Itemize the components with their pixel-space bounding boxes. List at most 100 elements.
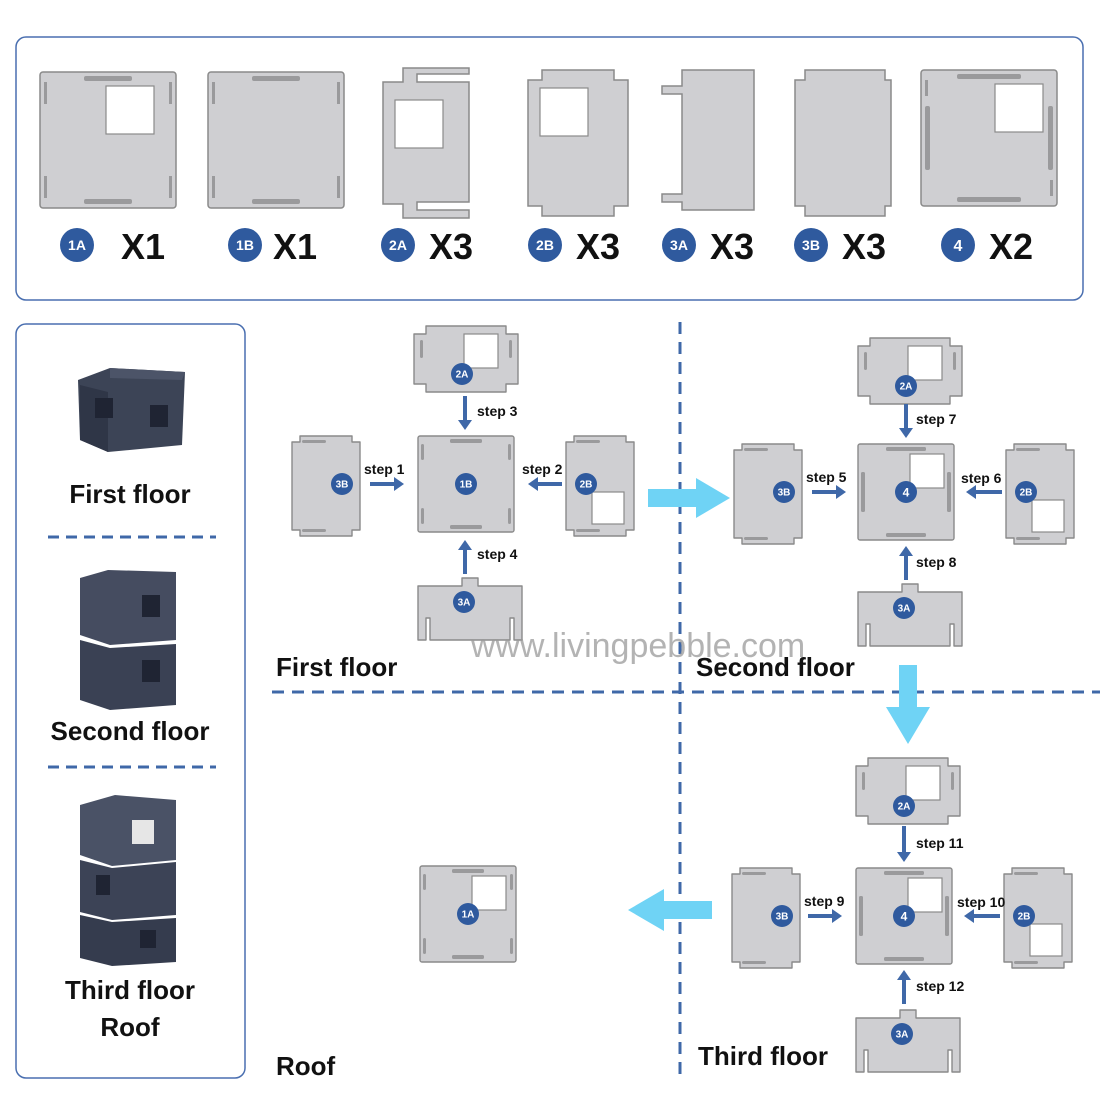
svg-text:4: 4 <box>901 909 908 923</box>
part-4-panel <box>920 69 1058 207</box>
ff-3a-panel: 3A <box>417 577 523 641</box>
tf-3b-panel-badge: 3B <box>771 905 793 927</box>
flow-arrow-left <box>628 889 712 931</box>
tf-3a-panel-badge: 3A <box>891 1023 913 1045</box>
sf-3b-panel-badge: 3B <box>773 481 795 503</box>
svg-text:2B: 2B <box>580 480 593 491</box>
roof-1a-panel: 1A <box>419 865 517 963</box>
step-1-label: step 1 <box>364 461 405 477</box>
tf-3a-panel: 3A <box>855 1009 961 1073</box>
ff-1b-panel-badge: 1B <box>455 473 477 495</box>
svg-text:3B: 3B <box>778 488 791 499</box>
sf-4-panel-badge: 4 <box>895 481 917 503</box>
step-8-arrow <box>899 546 913 580</box>
step-4-arrow <box>458 540 472 574</box>
step-5-arrow <box>812 485 846 499</box>
svg-text:2B: 2B <box>1018 912 1031 923</box>
ff-3b-panel: 3B <box>291 435 361 537</box>
svg-text:1B: 1B <box>460 480 473 491</box>
part-1a-panel <box>39 71 177 209</box>
part-badge-2b: 2B <box>528 228 562 262</box>
svg-text:4: 4 <box>903 485 910 499</box>
part-2b-panel <box>527 69 629 217</box>
legend-first-floor-box <box>78 368 185 452</box>
step-6-label: step 6 <box>961 470 1002 486</box>
tf-3b-panel: 3B <box>731 867 801 969</box>
step-3-label: step 3 <box>477 403 518 419</box>
sf-2a-panel-badge: 2A <box>895 375 917 397</box>
ff-3a-panel-badge: 3A <box>453 591 475 613</box>
section-first-floor-title: First floor <box>276 652 397 682</box>
svg-text:2A: 2A <box>456 370 469 381</box>
legend-second-floor-boxes <box>80 570 176 710</box>
step-12-label: step 12 <box>916 978 964 994</box>
step-10-arrow <box>964 909 1000 923</box>
step-11-arrow <box>897 826 911 862</box>
svg-text:3B: 3B <box>336 480 349 491</box>
part-qty-2a: X3 <box>429 226 473 267</box>
legend-second-floor-label: Second floor <box>51 716 210 746</box>
sf-3b-panel: 3B <box>733 443 803 545</box>
legend-roof-label: Roof <box>100 1012 160 1042</box>
legend-first-floor-label: First floor <box>69 479 190 509</box>
step-2-label: step 2 <box>522 461 563 477</box>
part-badge-3b: 3B <box>794 228 828 262</box>
svg-text:3A: 3A <box>458 598 471 609</box>
step-4-label: step 4 <box>477 546 518 562</box>
svg-text:1A: 1A <box>68 237 86 253</box>
svg-text:3A: 3A <box>898 604 911 615</box>
part-badge-4: 4 <box>941 228 975 262</box>
ff-2b-panel: 2B <box>565 435 635 537</box>
section-roof-title: Roof <box>276 1051 336 1081</box>
legend-third-floor-boxes <box>80 795 176 966</box>
sf-2a-panel: 2A <box>857 337 963 405</box>
step-6-arrow <box>966 485 1002 499</box>
part-badge-3a: 3A <box>662 228 696 262</box>
step-1-arrow <box>370 477 404 491</box>
svg-text:3B: 3B <box>802 237 820 253</box>
part-badge-1b: 1B <box>228 228 262 262</box>
svg-text:2B: 2B <box>1020 488 1033 499</box>
sf-2b-panel-badge: 2B <box>1015 481 1037 503</box>
step-3-arrow <box>458 396 472 430</box>
sf-2b-panel: 2B <box>1005 443 1075 545</box>
svg-text:1A: 1A <box>462 910 475 921</box>
part-qty-1a: X1 <box>121 226 165 267</box>
sf-3a-panel: 3A <box>857 583 963 647</box>
svg-text:2A: 2A <box>900 382 913 393</box>
tf-4-panel-badge: 4 <box>893 905 915 927</box>
step-5-label: step 5 <box>806 469 847 485</box>
tf-2a-panel: 2A <box>855 757 961 825</box>
part-qty-1b: X1 <box>273 226 317 267</box>
part-qty-3b: X3 <box>842 226 886 267</box>
roof-1a-panel-badge: 1A <box>457 903 479 925</box>
step-10-label: step 10 <box>957 894 1005 910</box>
tf-4-panel: 4 <box>855 867 953 965</box>
step-12-arrow <box>897 970 911 1004</box>
step-7-arrow <box>899 404 913 438</box>
flow-arrow-right <box>648 478 730 518</box>
svg-text:4: 4 <box>954 238 963 255</box>
svg-text:2A: 2A <box>898 802 911 813</box>
flow-arrow-down <box>886 665 930 744</box>
tf-2b-panel: 2B <box>1003 867 1073 969</box>
part-3b-panel <box>794 69 892 217</box>
part-1b-panel <box>207 71 345 209</box>
step-11-label: step 11 <box>916 835 964 851</box>
tf-2a-panel-badge: 2A <box>893 795 915 817</box>
watermark-text: www.livingpebble.com <box>470 627 806 665</box>
ff-3b-panel-badge: 3B <box>331 473 353 495</box>
step-8-label: step 8 <box>916 554 957 570</box>
svg-text:1B: 1B <box>236 237 254 253</box>
part-qty-4: X2 <box>989 226 1033 267</box>
step-9-arrow <box>808 909 842 923</box>
part-2a-panel <box>382 67 470 219</box>
ff-2b-panel-badge: 2B <box>575 473 597 495</box>
svg-text:2B: 2B <box>536 237 554 253</box>
section-second-floor-title: Second floor <box>696 652 855 682</box>
svg-text:3A: 3A <box>896 1030 909 1041</box>
svg-text:3B: 3B <box>776 912 789 923</box>
sf-4-panel: 4 <box>857 443 955 541</box>
sf-3a-panel-badge: 3A <box>893 597 915 619</box>
part-qty-2b: X3 <box>576 226 620 267</box>
